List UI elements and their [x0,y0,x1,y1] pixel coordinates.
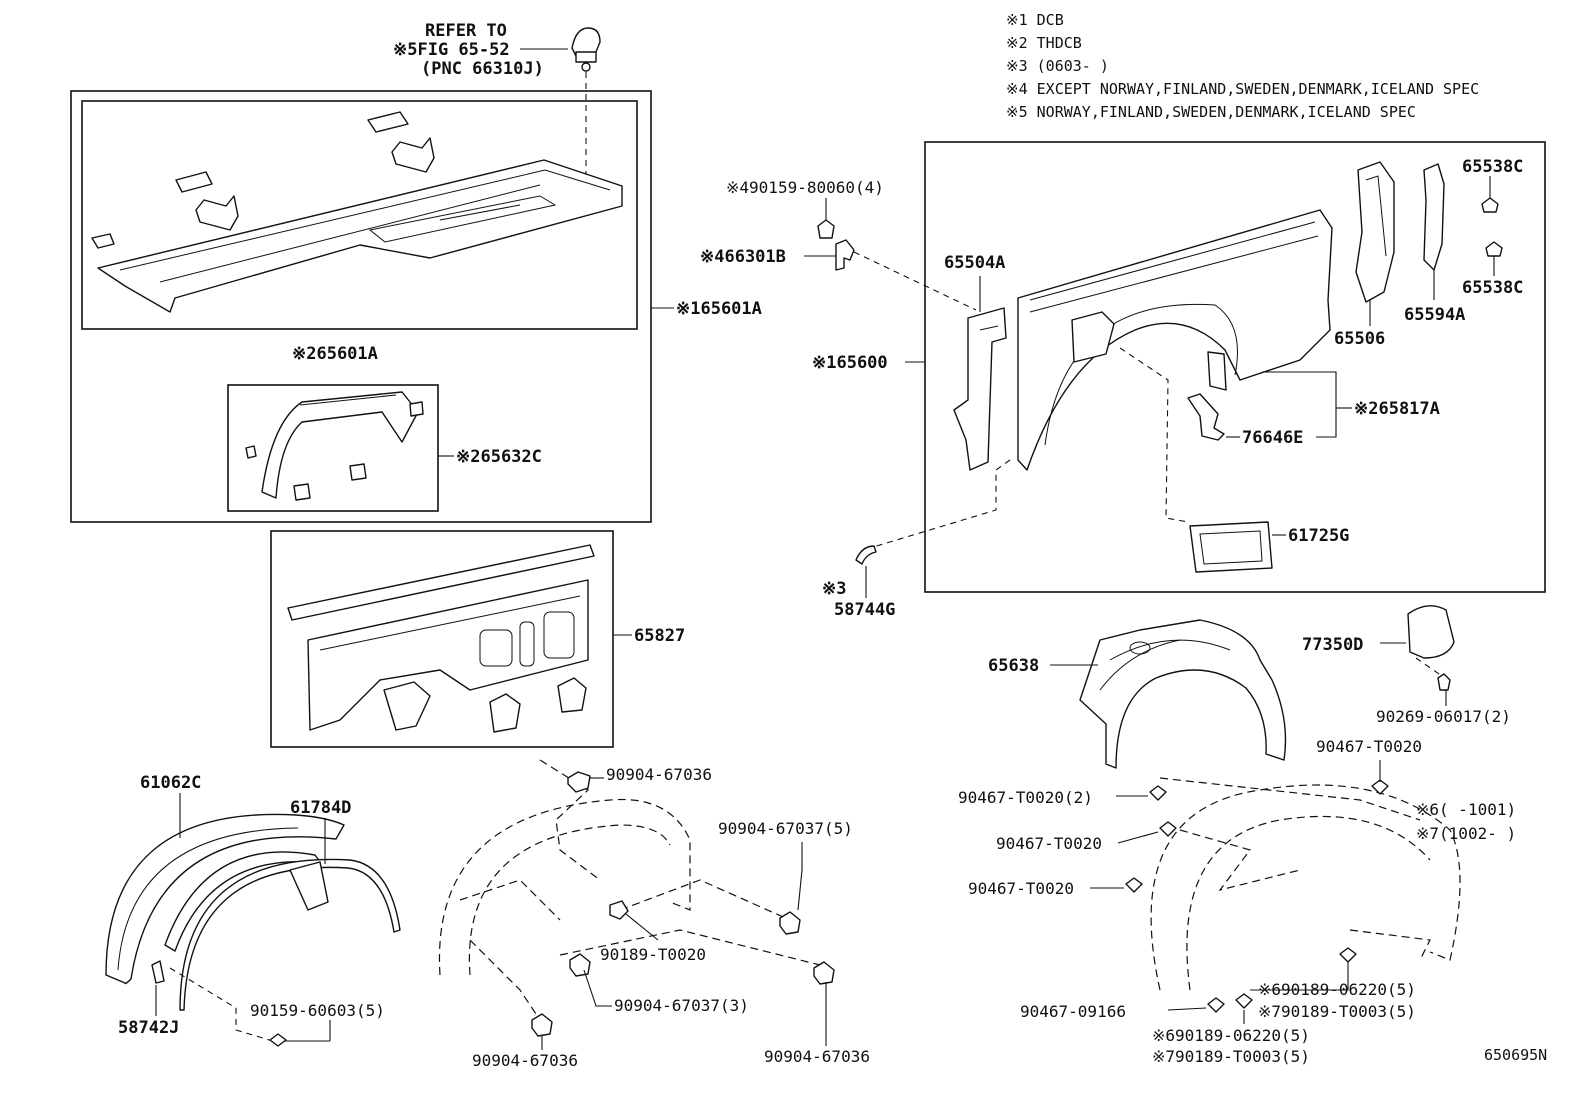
refer-line-2: ※5FIG 65-52 [393,40,510,60]
label-65594A: 65594A [1404,305,1465,325]
label-90269-06017: 90269-06017(2) [1376,707,1511,726]
bracket-66301B-part [835,239,855,271]
flare-moulding-part [179,858,401,1011]
label-90467-T0020-top: 90467-T0020 [1316,737,1422,756]
note-4: ※4 EXCEPT NORWAY,FINLAND,SWEDEN,DENMARK,… [1006,80,1479,98]
label-90904-67036-top: 90904-67036 [606,765,712,784]
screw-part [269,1033,287,1047]
label-90904-67036-bottom-right: 90904-67036 [764,1047,870,1066]
refer-line-1: REFER TO [425,21,507,41]
label-265601A: ※265601A [292,344,378,364]
label-76646E: 76646E [1242,428,1303,448]
box-165601A [70,90,652,523]
cap-65538C-lower [1485,241,1503,257]
label-note-7: ※7(1002- ) [1416,824,1516,843]
label-90904-67037-5: 90904-67037(5) [718,819,853,838]
box-65827 [270,530,614,748]
fuel-lid-part [1407,605,1455,659]
label-90467-T0020-a: 90467-T0020 [996,834,1102,853]
clip-fasteners [531,771,835,1037]
label-65538C-upper: 65538C [1462,157,1523,177]
label-790189-T0003-right: ※790189-T0003(5) [1258,1002,1416,1021]
side-panel-pillar-front [953,307,1007,471]
label-65827: 65827 [634,626,685,646]
label-265632C: ※265632C [456,447,542,467]
wheelhouse-inner-part [245,391,424,501]
label-165600: ※165600 [812,353,888,373]
label-90904-67037-3: 90904-67037(3) [614,996,749,1015]
note-2: ※2 THDCB [1006,34,1082,52]
label-90467-T0020-b: 90467-T0020 [968,879,1074,898]
side-panel-part [1017,209,1333,471]
label-90904-67036-bottom-left: 90904-67036 [472,1051,578,1070]
box-165600 [924,141,1546,593]
footnotes: ※1 DCB ※2 THDCB ※3 (0603- ) ※4 EXCEPT NO… [1006,11,1479,121]
mudguard-upper-part [1079,619,1287,769]
rear-stay-part [1423,163,1445,271]
label-65638: 65638 [988,656,1039,676]
note-5: ※5 NORWAY,FINLAND,SWEDEN,DENMARK,ICELAND… [1006,103,1416,121]
diagram-id: 650695N [1484,1046,1547,1064]
label-90467-T0020-2: 90467-T0020(2) [958,788,1093,807]
label-note-6: ※6( -1001) [1416,800,1516,819]
label-90159-80060: ※490159-80060(4) [726,178,884,197]
rear-pillar-part [1355,161,1395,303]
label-265817A: ※265817A [1354,399,1440,419]
bolt-part [817,219,835,239]
label-61784D: 61784D [290,798,351,818]
floor-brackets [175,111,435,231]
bed-floor-panel [91,159,623,313]
label-3: ※3 [822,579,846,599]
label-58744G: 58744G [834,600,895,620]
note-1: ※1 DCB [1006,11,1064,29]
label-90159-60603: 90159-60603(5) [250,1001,385,1020]
flare-clip-layout [438,759,821,1021]
refer-line-3: (PNC 66310J) [421,59,544,79]
label-690189-06220-right: ※690189-06220(5) [1258,980,1416,999]
bracket-76646E-part [1187,393,1225,441]
label-66301B: ※466301B [700,247,786,267]
flare-clip-part [151,960,165,984]
label-165601A: ※165601A [676,299,762,319]
label-65538C-lower: 65538C [1462,278,1523,298]
label-90189-T0020: 90189-T0020 [600,945,706,964]
cap-65538C-upper [1481,197,1499,213]
label-58742J: 58742J [118,1018,179,1038]
screw-90269-part [1437,673,1451,691]
fuel-housing-part [1189,521,1273,573]
refer-callout: REFER TO ※5FIG 65-52 (PNC 66310J) [393,21,601,200]
label-65506: 65506 [1334,329,1385,349]
label-790189-T0003-bottom: ※790189-T0003(5) [1152,1047,1310,1066]
label-61725G: 61725G [1288,526,1349,546]
label-690189-06220-bottom: ※690189-06220(5) [1152,1026,1310,1045]
label-77350D: 77350D [1302,635,1363,655]
note-3: ※3 (0603- ) [1006,57,1109,75]
label-65504A: 65504A [944,253,1005,273]
hook-bracket-part [571,27,601,72]
box-265632C [227,384,439,512]
mudguard-lower-layout [1150,777,1461,991]
box-265601A [81,100,638,330]
mudguard-fasteners [1125,779,1389,1013]
label-61062C: 61062C [140,773,201,793]
front-panel-part [287,544,595,733]
seal-58744G-part [855,545,877,565]
label-90467-09166: 90467-09166 [1020,1002,1126,1021]
